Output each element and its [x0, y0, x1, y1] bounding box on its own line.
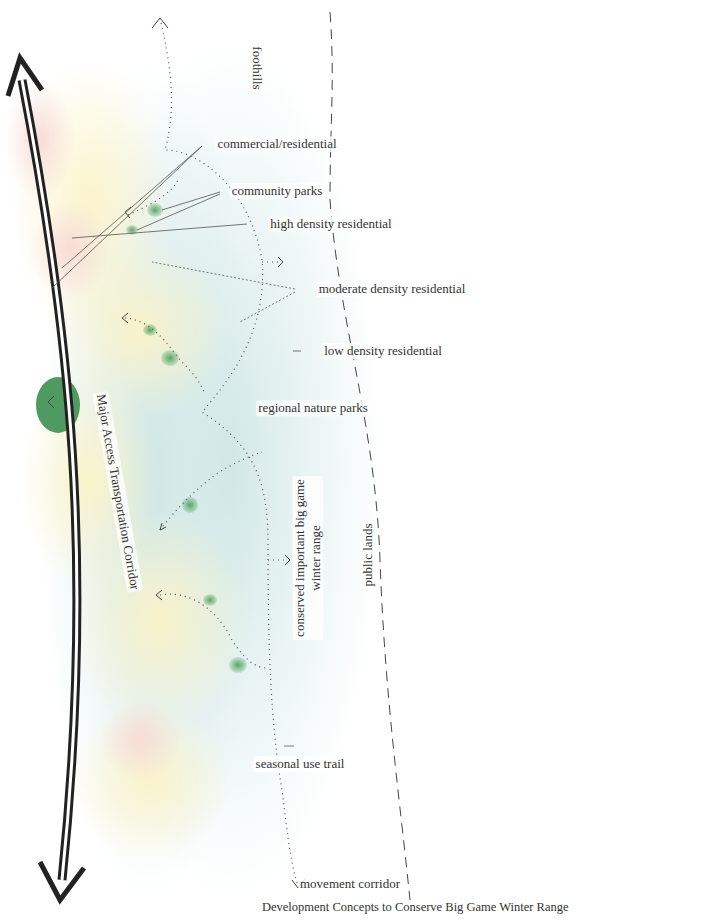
zone-label: commercial/residential	[215, 136, 338, 152]
zone-label: community parks	[230, 183, 325, 199]
region-label: public lands	[360, 521, 376, 588]
zone-label: moderate density residential	[317, 281, 468, 297]
zone-label: low density residential	[322, 343, 444, 359]
trail-label: seasonal use trail	[253, 756, 347, 772]
terrain-label: foothills	[249, 44, 265, 91]
corridor-label: movement corridor	[298, 876, 402, 892]
zone-label: conserved important big game winter rang…	[292, 476, 323, 640]
zone-label: high density residential	[268, 216, 393, 232]
figure-caption: Development Concepts to Conserve Big Gam…	[262, 900, 569, 915]
zone-label: regional nature parks	[256, 400, 370, 416]
